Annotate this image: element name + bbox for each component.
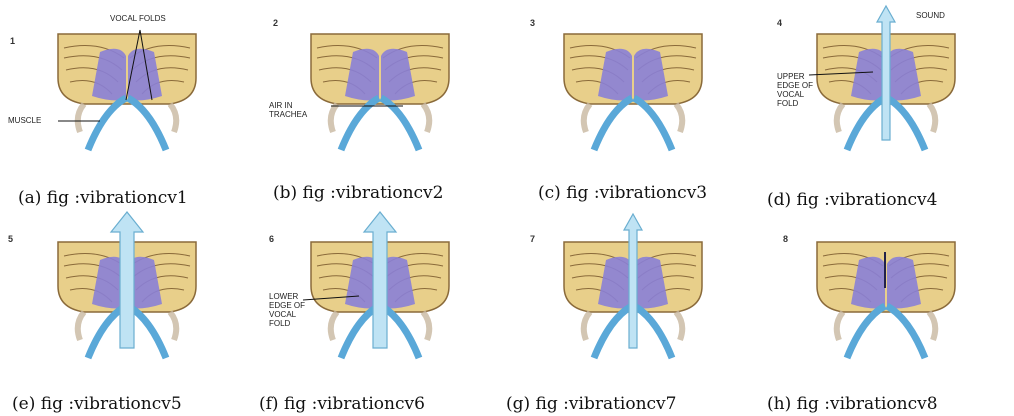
figure-panel-1: 1 VOCAL FOLDS MUSCLE (a) fig :vibrationc… xyxy=(0,0,253,208)
panel-number: 6 xyxy=(269,234,274,244)
figure-panel-4: 4 SOUND UPPER EDGE OF VOCAL FOLD (d) fig… xyxy=(759,0,1012,208)
vocal-fold-illustration-2 xyxy=(253,0,506,175)
figure-caption: (c) fig :vibrationcv3 xyxy=(538,183,707,203)
label-upper-edge-of-vocal-fold: UPPER EDGE OF VOCAL FOLD xyxy=(777,72,819,108)
vocal-fold-illustration-1 xyxy=(0,0,253,175)
label-muscle: MUSCLE xyxy=(8,116,41,125)
figure-caption: (g) fig :vibrationcv7 xyxy=(506,394,676,414)
figure-caption: (h) fig :vibrationcv8 xyxy=(767,394,938,414)
panel-number: 1 xyxy=(10,36,15,46)
panel-number: 4 xyxy=(777,18,782,28)
panel-number: 3 xyxy=(530,18,535,28)
figure-panel-8: 8 (h) fig :vibrationcv8 xyxy=(759,208,1012,416)
figure-caption: (d) fig :vibrationcv4 xyxy=(767,190,937,210)
figure-panel-2: 2 AIR IN TRACHEA (b) fig :vibrationcv2 xyxy=(253,0,506,208)
label-vocal-folds: VOCAL FOLDS xyxy=(110,14,166,23)
panel-number: 5 xyxy=(8,234,13,244)
figure-panel-7: 7 (g) fig :vibrationcv7 xyxy=(506,208,759,416)
figure-caption: (a) fig :vibrationcv1 xyxy=(18,188,188,208)
panel-number: 7 xyxy=(530,234,535,244)
figure-caption: (b) fig :vibrationcv2 xyxy=(273,183,443,203)
figure-panel-6: 6 LOWER EDGE OF VOCAL FOLD (f) fig :vibr… xyxy=(253,208,506,416)
vocal-fold-illustration-8 xyxy=(759,208,1012,383)
vocal-fold-illustration-7 xyxy=(506,208,759,383)
label-lower-edge-of-vocal-fold: LOWER EDGE OF VOCAL FOLD xyxy=(269,292,313,328)
panel-number: 2 xyxy=(273,18,278,28)
label-air-in-trachea: AIR IN TRACHEA xyxy=(269,101,324,119)
figure-panel-3: 3 (c) fig :vibrationcv3 xyxy=(506,0,759,208)
figure-caption: (e) fig :vibrationcv5 xyxy=(12,394,182,414)
panel-number: 8 xyxy=(783,234,788,244)
label-sound: SOUND xyxy=(916,11,945,20)
vocal-fold-illustration-5 xyxy=(0,208,253,383)
figure-panel-5: 5 (e) fig :vibrationcv5 xyxy=(0,208,253,416)
vocal-fold-illustration-3 xyxy=(506,0,759,175)
figure-caption: (f) fig :vibrationcv6 xyxy=(259,394,425,414)
